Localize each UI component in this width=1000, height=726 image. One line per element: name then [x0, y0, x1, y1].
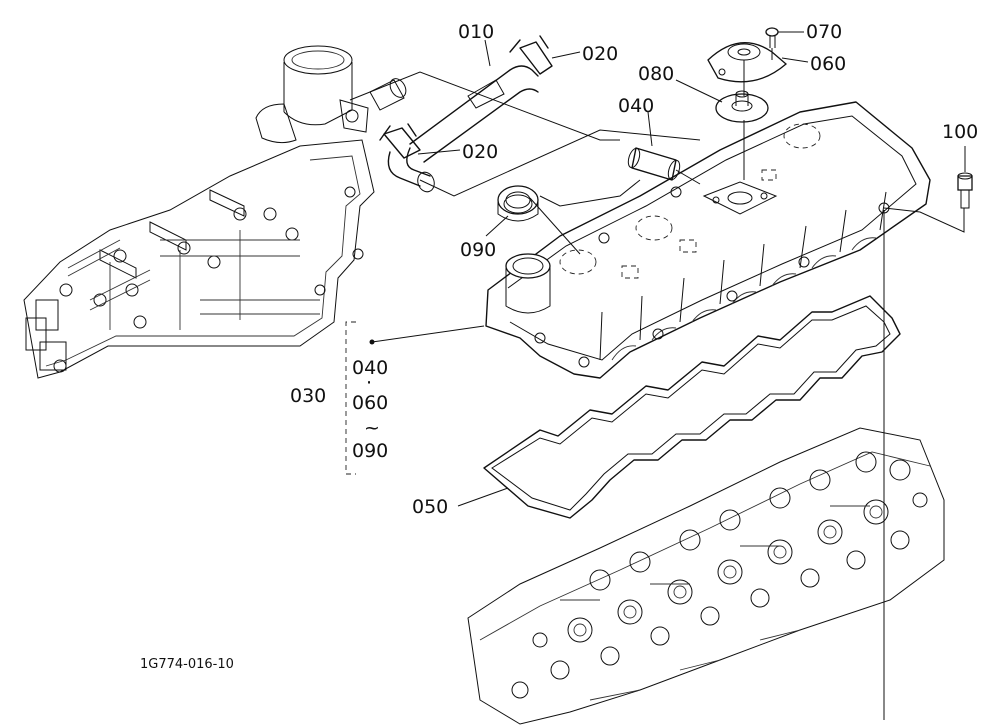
cap-090	[497, 185, 539, 222]
head-cover-030	[485, 101, 931, 379]
label-040: 040	[618, 95, 654, 117]
label-050: 050	[412, 496, 448, 518]
group-line-3: 090	[352, 440, 388, 462]
screw-070	[765, 27, 779, 48]
label-070: 070	[806, 21, 842, 43]
water-hose-010	[379, 35, 553, 193]
label-020-upper: 020	[582, 43, 618, 65]
drawing-code: 1G774-016-10	[140, 657, 234, 672]
group-sep-2: ~	[364, 417, 380, 439]
group-line-1: 040	[352, 357, 388, 379]
group-line-2: 060	[352, 392, 388, 414]
part-labels: 010 020 020 040 070 060 080 100 090 050 …	[140, 21, 978, 672]
valve-080	[715, 90, 769, 123]
group-sep-1: ·	[366, 372, 372, 394]
leader-lines	[345, 31, 966, 720]
breather-cover-060	[707, 42, 787, 83]
label-080: 080	[638, 63, 674, 85]
label-010: 010	[458, 21, 494, 43]
cylinder-head	[467, 427, 945, 725]
water-pipe-small	[369, 78, 407, 111]
gasket-050	[483, 295, 901, 519]
label-060: 060	[810, 53, 846, 75]
bolt-100	[957, 172, 973, 209]
label-090: 090	[460, 239, 496, 261]
label-100: 100	[942, 121, 978, 143]
label-020-lower: 020	[462, 141, 498, 163]
manifold-outline	[23, 45, 375, 379]
label-030: 030	[290, 385, 326, 407]
